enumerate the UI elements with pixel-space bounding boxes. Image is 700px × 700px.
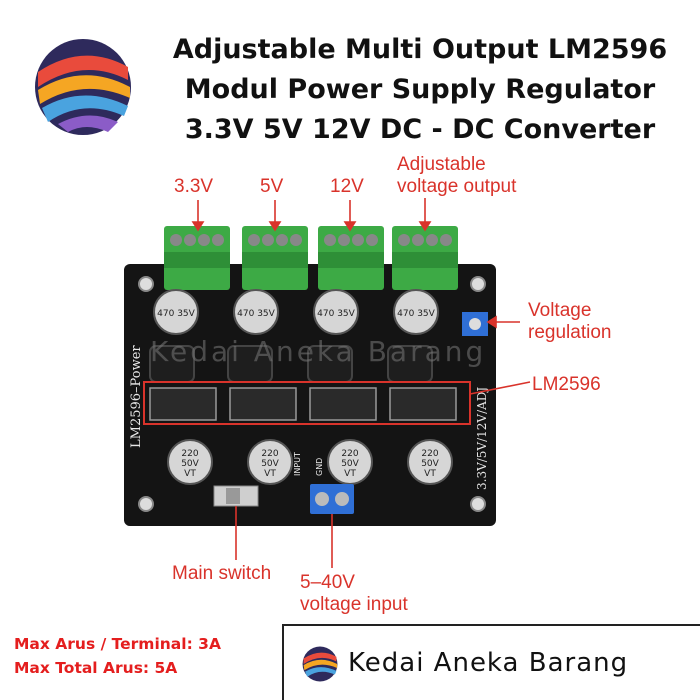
label-input-2: voltage input bbox=[300, 594, 408, 615]
label-voltage-reg-1: Voltage bbox=[528, 300, 592, 321]
footer-logo-icon bbox=[302, 646, 338, 682]
cap-top-label-3: 470 35V bbox=[317, 309, 355, 319]
label-voltage-reg-2: regulation bbox=[528, 322, 612, 343]
top-capacitors bbox=[153, 289, 439, 335]
lm2596-chips bbox=[143, 381, 471, 425]
footer-brand-box: Kedai Aneka Barang bbox=[282, 624, 700, 700]
footer-brand-text: Kedai Aneka Barang bbox=[348, 648, 629, 678]
silk-input: INPUT bbox=[293, 452, 302, 476]
potentiometer bbox=[462, 312, 488, 336]
silk-gnd: GND bbox=[315, 458, 324, 476]
cap-bottom-d2: 50V bbox=[421, 459, 439, 469]
label-3-3v: 3.3V bbox=[174, 176, 214, 197]
title-line-2: Modul Power Supply Regulator bbox=[184, 74, 656, 105]
cap-top-label-1: 470 35V bbox=[157, 309, 195, 319]
output-terminals bbox=[164, 226, 458, 290]
cap-bottom-b1: 220 bbox=[261, 449, 278, 459]
cap-top-label-4: 470 35V bbox=[397, 309, 435, 319]
title-line-1: Adjustable Multi Output LM2596 bbox=[172, 34, 668, 65]
label-adjustable-2: voltage output bbox=[397, 176, 517, 197]
cap-bottom-a2: 50V bbox=[181, 459, 199, 469]
watermark-text: Kedai Aneka Barang bbox=[150, 335, 487, 368]
silk-board-name: LM2596–Power bbox=[129, 345, 144, 448]
promo-text: Max Arus / Terminal: 3A Max Total Arus: … bbox=[14, 632, 221, 680]
cap-bottom-c2: 50V bbox=[341, 459, 359, 469]
label-lm2596: LM2596 bbox=[532, 374, 601, 395]
promo-line-2: Max Total Arus: 5A bbox=[14, 659, 178, 677]
bottom-capacitors bbox=[167, 439, 453, 485]
cap-bottom-c1: 220 bbox=[341, 449, 358, 459]
label-12v: 12V bbox=[330, 176, 364, 197]
cap-bottom-d3: VT bbox=[424, 469, 436, 479]
inductors bbox=[149, 345, 433, 383]
label-main-switch: Main switch bbox=[172, 563, 272, 584]
cap-bottom-a1: 220 bbox=[181, 449, 198, 459]
product-title: Adjustable Multi Output LM2596 Modul Pow… bbox=[150, 30, 690, 150]
cap-bottom-d1: 220 bbox=[421, 449, 438, 459]
label-5v: 5V bbox=[260, 176, 284, 197]
cap-bottom-a3: VT bbox=[184, 469, 196, 479]
cap-bottom-c3: VT bbox=[344, 469, 356, 479]
promo-line-1: Max Arus / Terminal: 3A bbox=[14, 635, 221, 653]
cap-bottom-b2: 50V bbox=[261, 459, 279, 469]
cap-bottom-b3: VT bbox=[264, 469, 276, 479]
cap-top-label-2: 470 35V bbox=[237, 309, 275, 319]
input-terminal bbox=[310, 484, 354, 514]
label-adjustable-1: Adjustable bbox=[397, 154, 486, 175]
silk-outputs: 3.3V/5V/12V/ADJ bbox=[475, 387, 489, 490]
brand-logo bbox=[35, 39, 131, 135]
title-line-3: 3.3V 5V 12V DC - DC Converter bbox=[184, 114, 656, 145]
label-input-1: 5–40V bbox=[300, 572, 355, 593]
